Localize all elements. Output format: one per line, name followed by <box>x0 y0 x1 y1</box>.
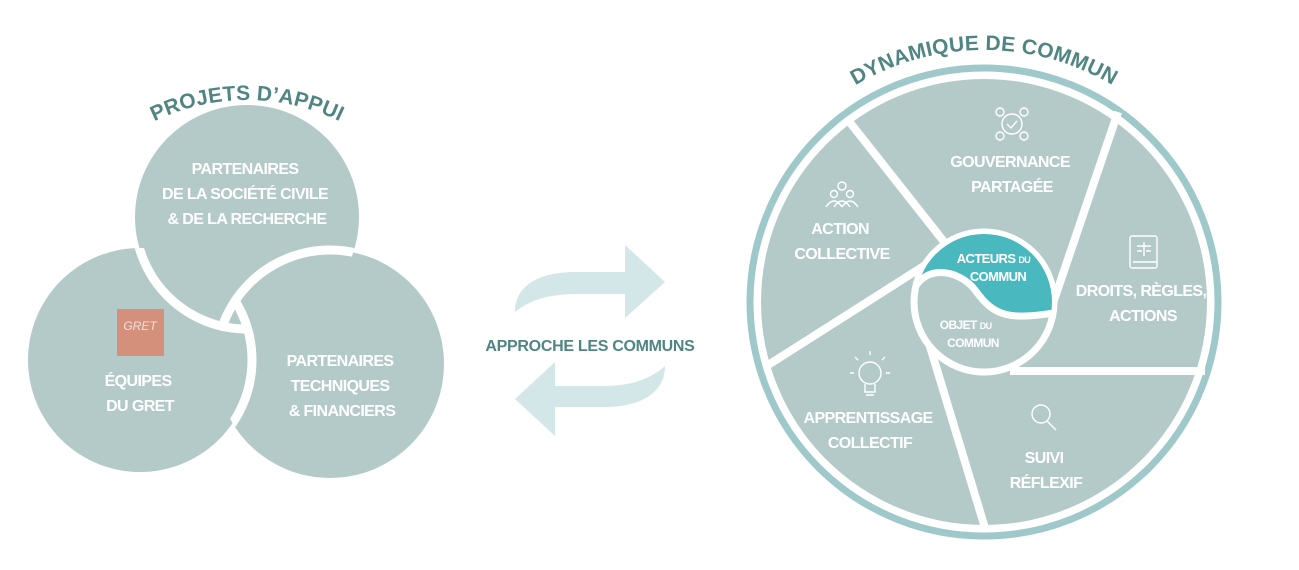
overlap-divider <box>211 245 359 329</box>
overlap-divider <box>216 250 257 477</box>
spoke-dividers <box>762 110 1205 530</box>
approche-communs-group: APPROCHE LES COMMUNS <box>485 245 695 436</box>
label-apprentissage-collectif: APPRENTISSAGE COLLECTIF <box>804 410 937 452</box>
gret-logo: GRET <box>117 309 164 356</box>
approche-communs-label: APPROCHE LES COMMUNS <box>485 338 695 355</box>
arrow-left-icon <box>515 362 665 436</box>
arrow-right-icon <box>515 245 665 318</box>
circle-partenaires-techniques <box>216 250 444 478</box>
group-people-icon <box>825 181 859 208</box>
label-suivi-reflexif: SUIVI RÉFLEXIF <box>1010 450 1083 492</box>
label-action-collective: ACTION COLLECTIVE <box>794 221 890 263</box>
label-partenaires-societe-civile: PARTENAIRES DE LA SOCIÉTÉ CIVILE & DE LA… <box>162 161 332 228</box>
svg-text:GRET: GRET <box>123 319 158 333</box>
projets-appui-group: PARTENAIRES DE LA SOCIÉTÉ CIVILE & DE LA… <box>28 105 444 478</box>
outer-ring <box>746 64 1222 540</box>
center-divider <box>916 269 1052 320</box>
lightbulb-puzzle-icon <box>850 351 890 396</box>
label-equipes-gret: ÉQUIPES DU GRET <box>105 371 176 415</box>
label-droits-regles-actions: DROITS, RÈGLES, ACTIONS <box>1076 281 1210 325</box>
magnifier-icon <box>1031 404 1057 431</box>
law-book-icon <box>1129 235 1158 269</box>
label-partenaires-techniques: PARTENAIRES TECHNIQUES & FINANCIERS <box>287 353 398 420</box>
governance-icon <box>995 107 1029 141</box>
label-gouvernance-partagee: GOUVERNANCE PARTAGÉE <box>950 154 1074 196</box>
